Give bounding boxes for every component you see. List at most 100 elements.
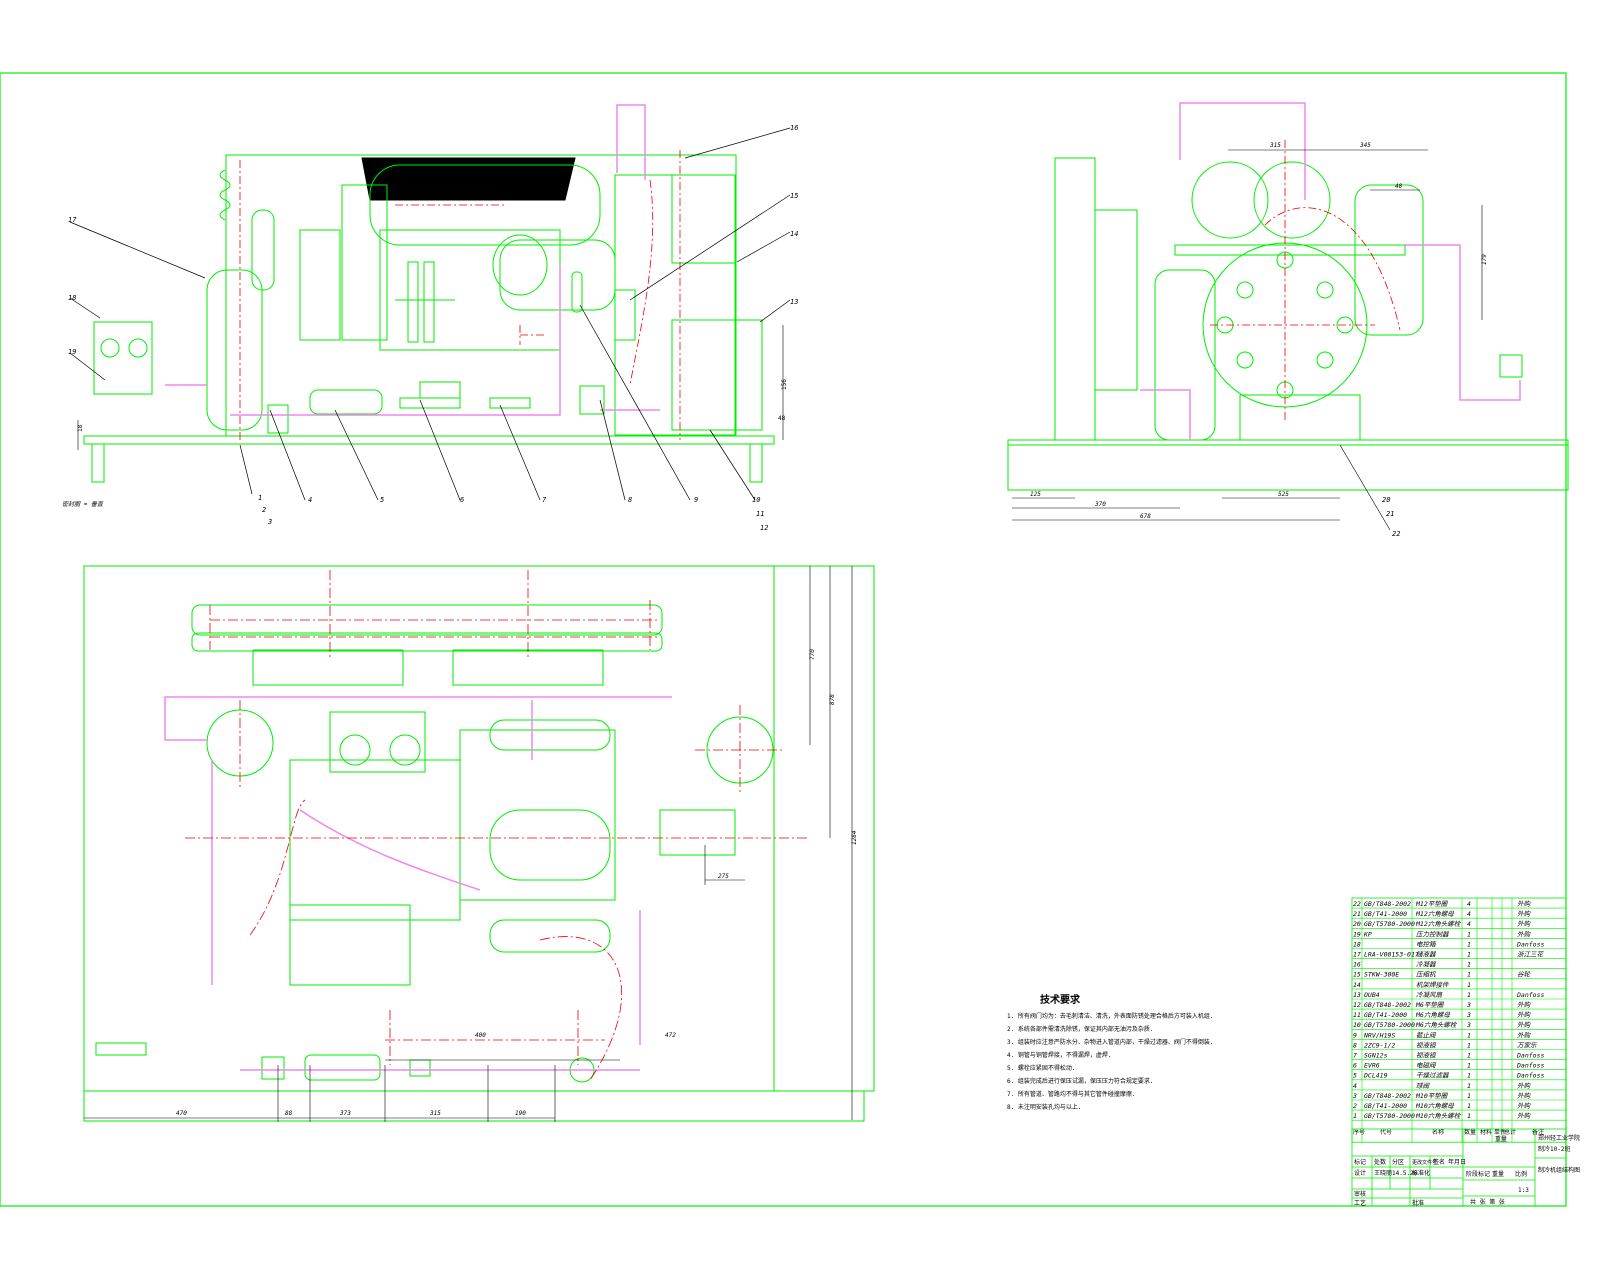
dim-88: 88 — [285, 1110, 293, 1117]
bom-header-qty: 数量 — [1464, 1128, 1476, 1136]
bom-note: Danfoss — [1516, 1072, 1544, 1080]
side-view-pipes — [1140, 102, 1521, 440]
balloon-20: 20 — [1382, 496, 1390, 504]
bom-name: 视液镜 — [1416, 1041, 1437, 1049]
bom-no: 4 — [1353, 1082, 1357, 1090]
bom-no: 7 — [1353, 1052, 1357, 1060]
bom-no: 3 — [1352, 1092, 1357, 1100]
label-sign: 签名 — [1433, 1158, 1445, 1166]
company-name: 郑州轻工业学院 — [1538, 1134, 1580, 1142]
bom-code: GB/T41-2000 — [1364, 1011, 1407, 1019]
tech-notes: 技术要求 1. 所有阀门均为：去毛刺清洁、清洗，外表面防锈处理合格后方可装入机组… — [1007, 993, 1213, 1111]
bom-qty: 1 — [1467, 971, 1471, 979]
bom-code: OUB4 — [1364, 991, 1380, 999]
bom-note: 外购 — [1517, 1021, 1532, 1029]
label-zone: 分区 — [1392, 1158, 1404, 1166]
tech-note-5: 5. 螺栓应紧固不得松动. — [1007, 1064, 1075, 1072]
dim-48b: 48 — [1395, 183, 1403, 190]
label-change: 更改文件号 — [1412, 1159, 1437, 1166]
dim-525: 525 — [1278, 491, 1289, 498]
foot-note: 密封圈 ≈ 垂直 — [62, 500, 104, 508]
bom-name: 冷凝风扇 — [1416, 991, 1443, 999]
balloon-19: 19 — [68, 348, 76, 356]
bom-note: 外购 — [1517, 1102, 1532, 1110]
balloon-13: 13 — [790, 298, 798, 306]
bom-note: 浙江三花 — [1517, 951, 1545, 959]
sheet-border — [0, 72, 1567, 1207]
bom-qty: 3 — [1466, 1021, 1471, 1029]
weight-label: 重量 — [1492, 1170, 1504, 1178]
balloon-17: 17 — [68, 216, 77, 224]
bom-no: 10 — [1353, 1021, 1361, 1029]
bom-header-name: 名称 — [1432, 1128, 1444, 1136]
bom-qty: 1 — [1467, 1052, 1471, 1060]
tech-note-1: 1. 所有阀门均为：去毛刺清洁、清洗，外表面防锈处理合格后方可装入机组. — [1007, 1012, 1213, 1020]
bom-header-total-weight: 总计 — [1504, 1128, 1516, 1136]
balloon-4: 4 — [308, 496, 312, 504]
balloon-1: 1 — [258, 494, 262, 502]
bom-note: 外购 — [1517, 1031, 1532, 1039]
bom-code: NRV/H19S — [1363, 1031, 1395, 1039]
front-view-pipes — [165, 104, 660, 416]
bom-qty: 1 — [1467, 1082, 1471, 1090]
bom-qty: 1 — [1467, 1062, 1471, 1070]
design-date: 14.5.28 — [1392, 1170, 1418, 1177]
bom-code: GB/T5780-2000 — [1364, 1021, 1415, 1029]
dim-125: 125 — [1030, 491, 1041, 498]
tech-note-8: 8. 未注明安装孔均与以上. — [1007, 1103, 1081, 1111]
designer-name: 王晓丽 — [1374, 1169, 1392, 1177]
bom-no: 8 — [1353, 1041, 1357, 1049]
bom-note: 万家乐 — [1517, 1041, 1537, 1049]
balloon-21: 21 — [1386, 510, 1394, 518]
bom-name: 电控箱 — [1416, 940, 1437, 948]
bom-note: 外购 — [1517, 1112, 1532, 1120]
bom-note: 外购 — [1517, 1001, 1532, 1009]
bom-name: 视液镜 — [1416, 1052, 1437, 1060]
bom-name: 干燥过滤器 — [1416, 1072, 1449, 1080]
balloon-3: 3 — [267, 518, 272, 526]
balloon-22: 22 — [1392, 530, 1400, 538]
bom-note: 外购 — [1517, 1082, 1532, 1090]
bom-qty: 4 — [1467, 920, 1471, 928]
bom-name: M10六角螺母 — [1415, 1102, 1454, 1110]
bom-name: 机架焊接件 — [1416, 981, 1449, 989]
tech-note-3: 3. 组装时应注意严防水分、杂物进入管道内部，干燥过滤器、阀门不得倒装. — [1007, 1038, 1213, 1046]
bom-code: GB/T5780-2000 — [1364, 1112, 1415, 1120]
bom-name: 压力控制器 — [1416, 930, 1449, 938]
dim-179: 179 — [1481, 254, 1488, 265]
bom-qty: 1 — [1467, 1102, 1471, 1110]
bom-name: 储液器 — [1416, 951, 1436, 959]
front-view-dims — [77, 325, 784, 450]
balloon-9: 9 — [694, 496, 698, 504]
bom-code: STKW-300E — [1364, 971, 1399, 979]
bom-note: Danfoss — [1516, 991, 1544, 999]
class-name: 制冷10-2班 — [1538, 1145, 1570, 1153]
title-block — [1351, 1128, 1567, 1207]
dim-275: 275 — [718, 873, 729, 880]
bom-no: 16 — [1353, 961, 1361, 969]
bom-code: GB/T5780-2000 — [1364, 920, 1415, 928]
dim-156: 156 — [781, 379, 788, 390]
bom-header-material: 材料 — [1480, 1128, 1492, 1136]
dim-1284: 1284 — [851, 830, 858, 845]
balloon-5: 5 — [380, 496, 384, 504]
bom-note: 外购 — [1517, 910, 1532, 918]
dim-18: 18 — [77, 424, 84, 432]
bom-qty: 1 — [1467, 951, 1471, 959]
balloon-10: 10 — [752, 496, 760, 504]
dim-190: 190 — [515, 1110, 526, 1117]
plan-view-pipes — [164, 696, 672, 1071]
bom-qty: 1 — [1467, 1092, 1471, 1100]
balloon-12: 12 — [760, 524, 768, 532]
balloon-2: 2 — [262, 506, 266, 514]
tech-note-2: 2. 系统各部件需清洗除锈，保证其内部无油污及杂质. — [1007, 1025, 1153, 1033]
bom-no: 22 — [1353, 900, 1361, 908]
bom-qty: 1 — [1467, 940, 1471, 948]
dim-48: 48 — [778, 415, 786, 422]
bom-header-weight: 重量 — [1495, 1135, 1507, 1143]
scale-value: 1:3 — [1518, 1187, 1529, 1194]
dim-315b: 315 — [429, 1110, 441, 1117]
bom-name: 冷凝器 — [1416, 961, 1436, 969]
